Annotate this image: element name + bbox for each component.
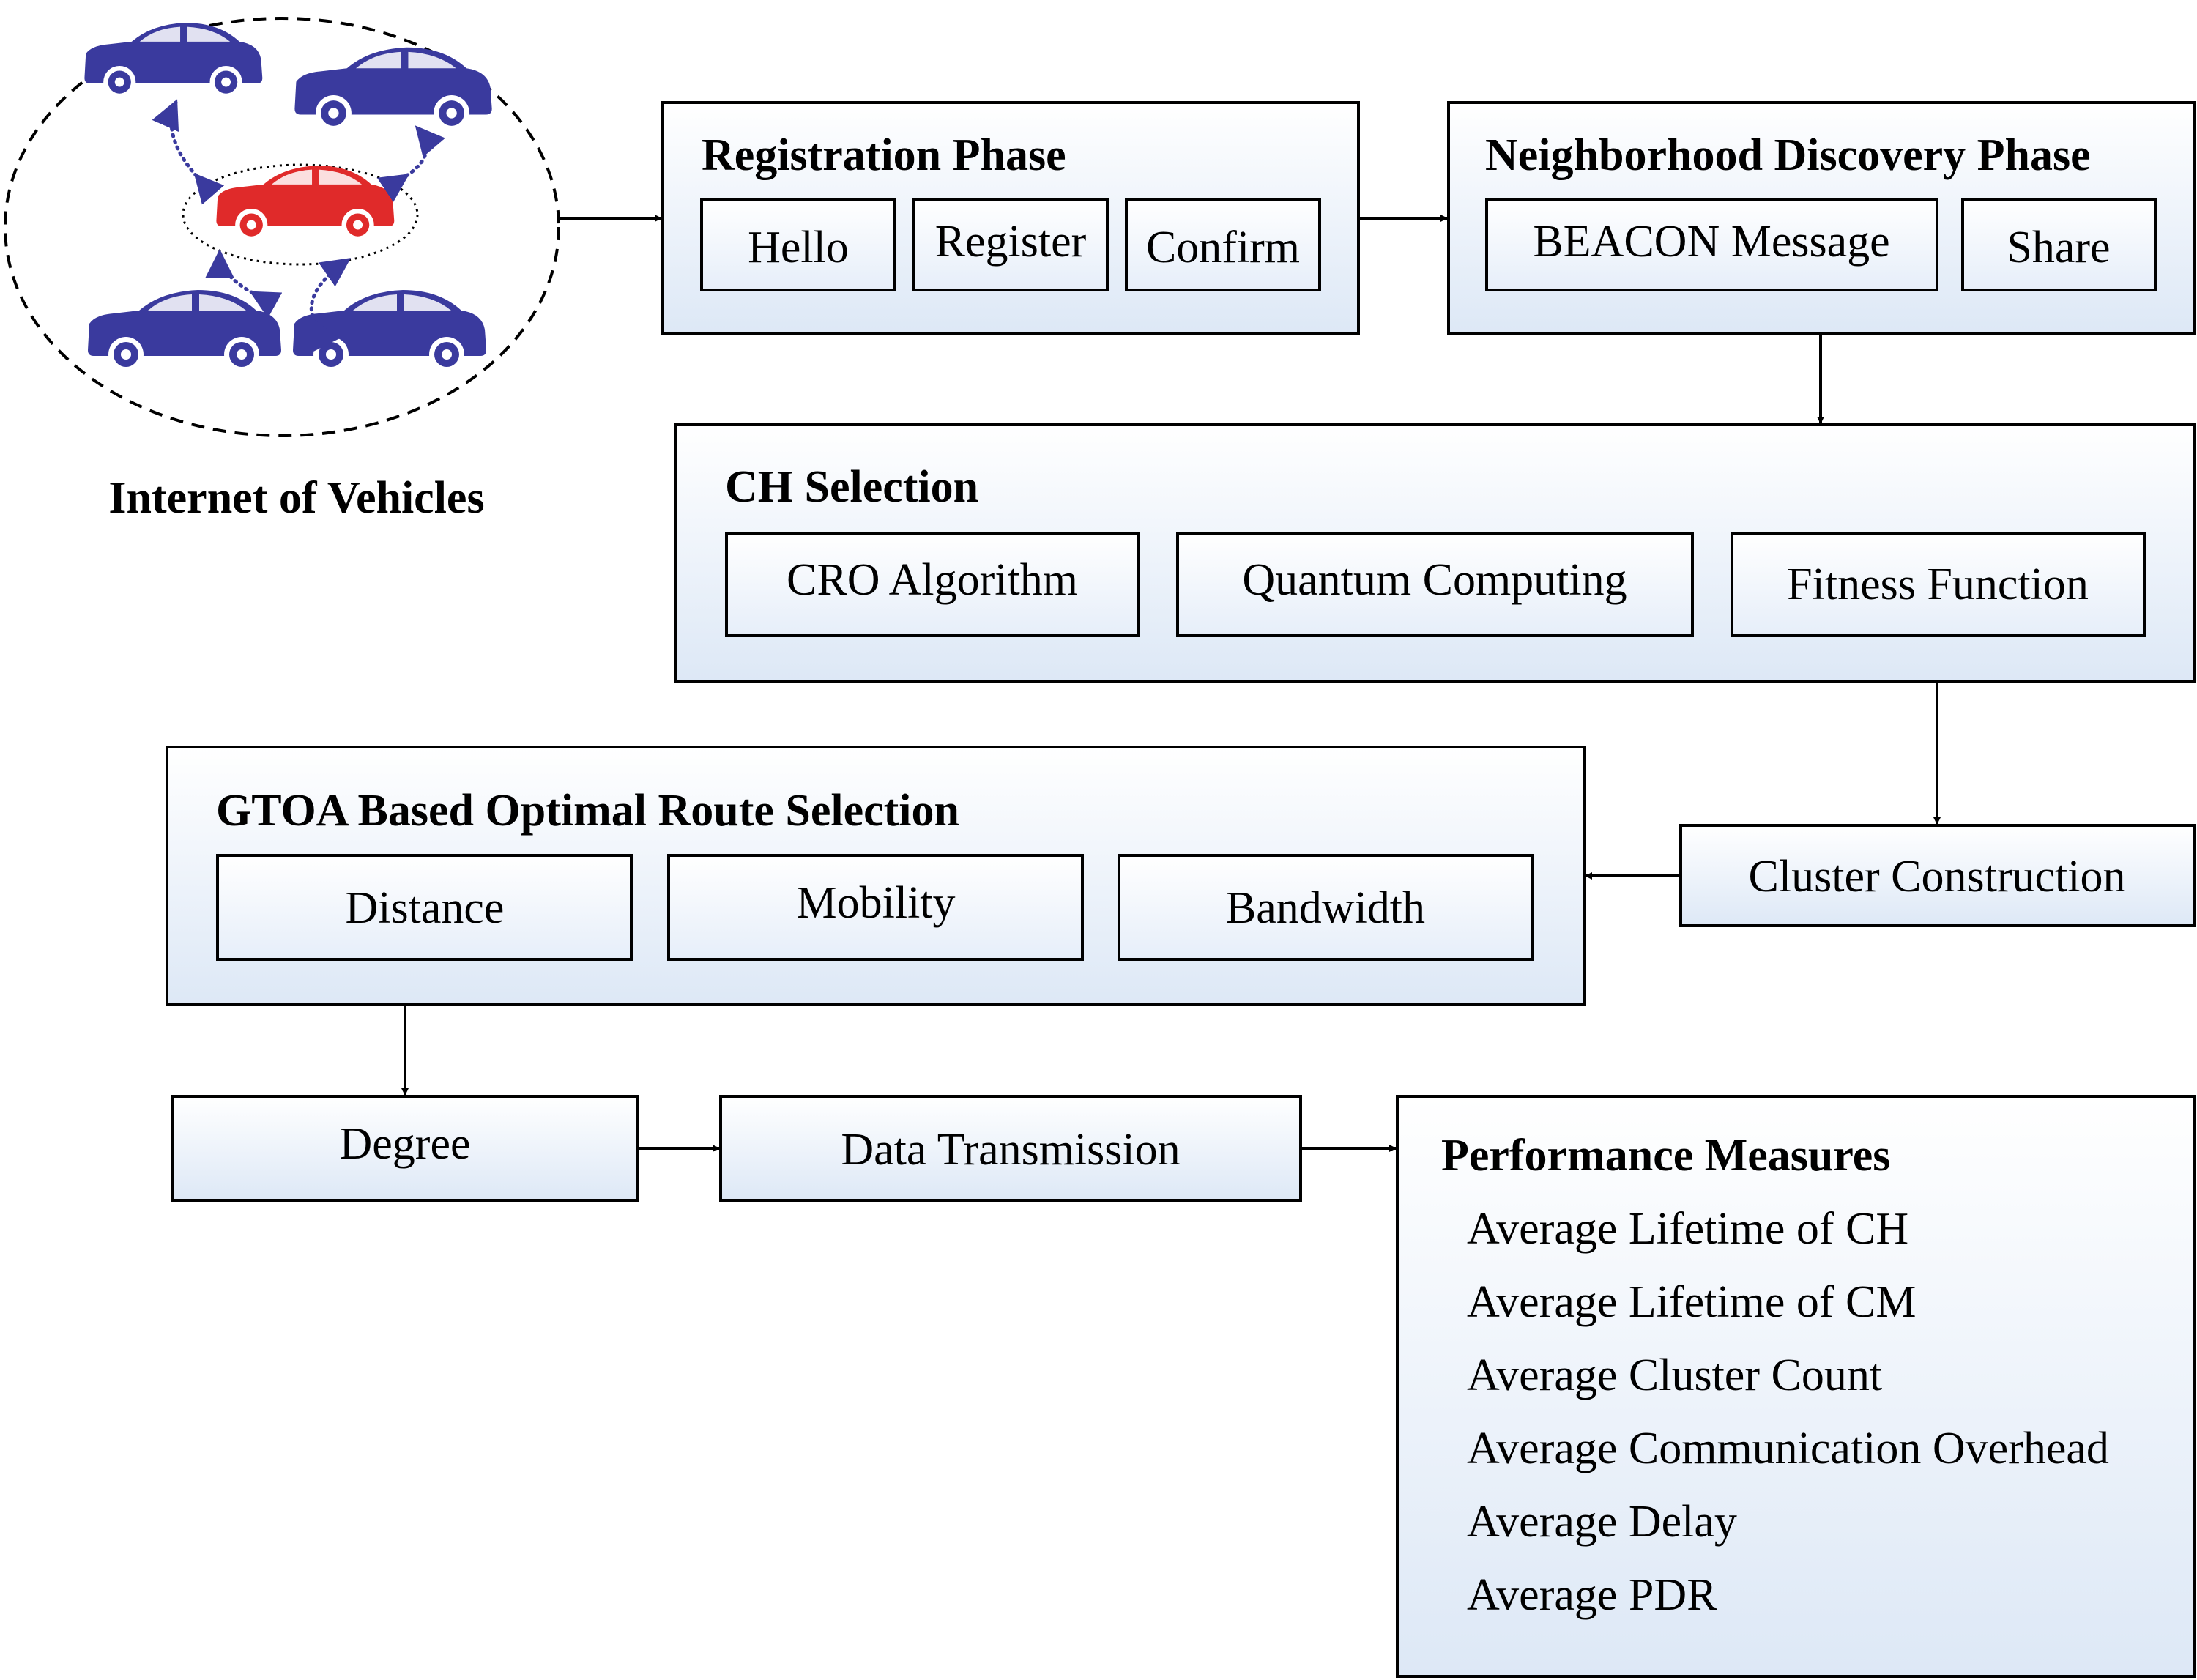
iov-boundary bbox=[4, 17, 560, 437]
neighborhood-discovery-phase: Neighborhood Discovery Phase BEACON Mess… bbox=[1447, 101, 2196, 335]
measure-item: Average Lifetime of CM bbox=[1467, 1277, 1916, 1327]
register-label: Register bbox=[935, 217, 1087, 267]
vehicle-icon bbox=[294, 47, 492, 131]
distance-box bbox=[216, 854, 633, 961]
bandwidth-label: Bandwidth bbox=[1226, 883, 1425, 933]
iov-cluster bbox=[4, 17, 560, 437]
cro-algorithm-label: CRO Algorithm bbox=[787, 555, 1078, 605]
registration-phase: Registration Phase Hello Register Confir… bbox=[661, 101, 1360, 335]
performance-title: Performance Measures bbox=[1441, 1131, 1890, 1181]
data-transmission-box bbox=[719, 1095, 1302, 1202]
mobility-label: Mobility bbox=[796, 878, 955, 928]
bandwidth-box bbox=[1118, 854, 1534, 961]
beacon-message-label: BEACON Message bbox=[1533, 217, 1889, 267]
quantum-computing-label: Quantum Computing bbox=[1242, 555, 1627, 605]
measure-item: Average Lifetime of CH bbox=[1467, 1204, 1908, 1254]
communication-links bbox=[152, 99, 445, 352]
cluster-head-ring bbox=[182, 163, 419, 266]
ch-selection: CH Selection CRO Algorithm Quantum Compu… bbox=[674, 423, 2196, 683]
degree-box bbox=[171, 1095, 639, 1202]
distance-label: Distance bbox=[346, 883, 505, 933]
vehicle-icon bbox=[88, 290, 281, 372]
gtoa-title: GTOA Based Optimal Route Selection bbox=[216, 786, 959, 836]
share-label: Share bbox=[2007, 223, 2110, 272]
cluster-construction-box bbox=[1679, 824, 2196, 927]
hello-label: Hello bbox=[748, 223, 849, 272]
vehicle-icon bbox=[84, 23, 263, 99]
cluster-head-vehicle-icon bbox=[216, 166, 395, 242]
quantum-computing-box bbox=[1176, 532, 1694, 637]
registration-title: Registration Phase bbox=[702, 130, 1066, 180]
cro-algorithm-box bbox=[725, 532, 1140, 637]
gtoa-route-selection: GTOA Based Optimal Route Selection Dista… bbox=[166, 746, 1586, 1006]
beacon-message-box bbox=[1485, 198, 1938, 291]
confirm-label: Confirm bbox=[1146, 223, 1300, 272]
cluster-construction-label: Cluster Construction bbox=[1749, 852, 2126, 902]
flow-arrows bbox=[401, 215, 1941, 1152]
degree-label: Degree bbox=[340, 1119, 471, 1169]
iov-caption: Internet of Vehicles bbox=[108, 473, 484, 523]
measure-item: Average Communication Overhead bbox=[1467, 1424, 2109, 1473]
neighborhood-title: Neighborhood Discovery Phase bbox=[1485, 130, 2091, 180]
mobility-box bbox=[667, 854, 1084, 961]
confirm-box bbox=[1125, 198, 1321, 291]
performance-measures: Performance Measures Average Lifetime of… bbox=[1396, 1095, 2196, 1678]
vehicle-icon bbox=[293, 290, 486, 372]
fitness-function-label: Fitness Function bbox=[1787, 560, 2089, 609]
hello-box bbox=[700, 198, 896, 291]
data-transmission-label: Data Transmission bbox=[841, 1125, 1180, 1175]
measure-item: Average Delay bbox=[1467, 1497, 1737, 1547]
fitness-function-box bbox=[1731, 532, 2146, 637]
measure-item: Average Cluster Count bbox=[1467, 1350, 1882, 1400]
share-box bbox=[1961, 198, 2157, 291]
measure-item: Average PDR bbox=[1467, 1570, 1717, 1620]
ch-selection-title: CH Selection bbox=[725, 462, 978, 512]
register-box bbox=[912, 198, 1109, 291]
